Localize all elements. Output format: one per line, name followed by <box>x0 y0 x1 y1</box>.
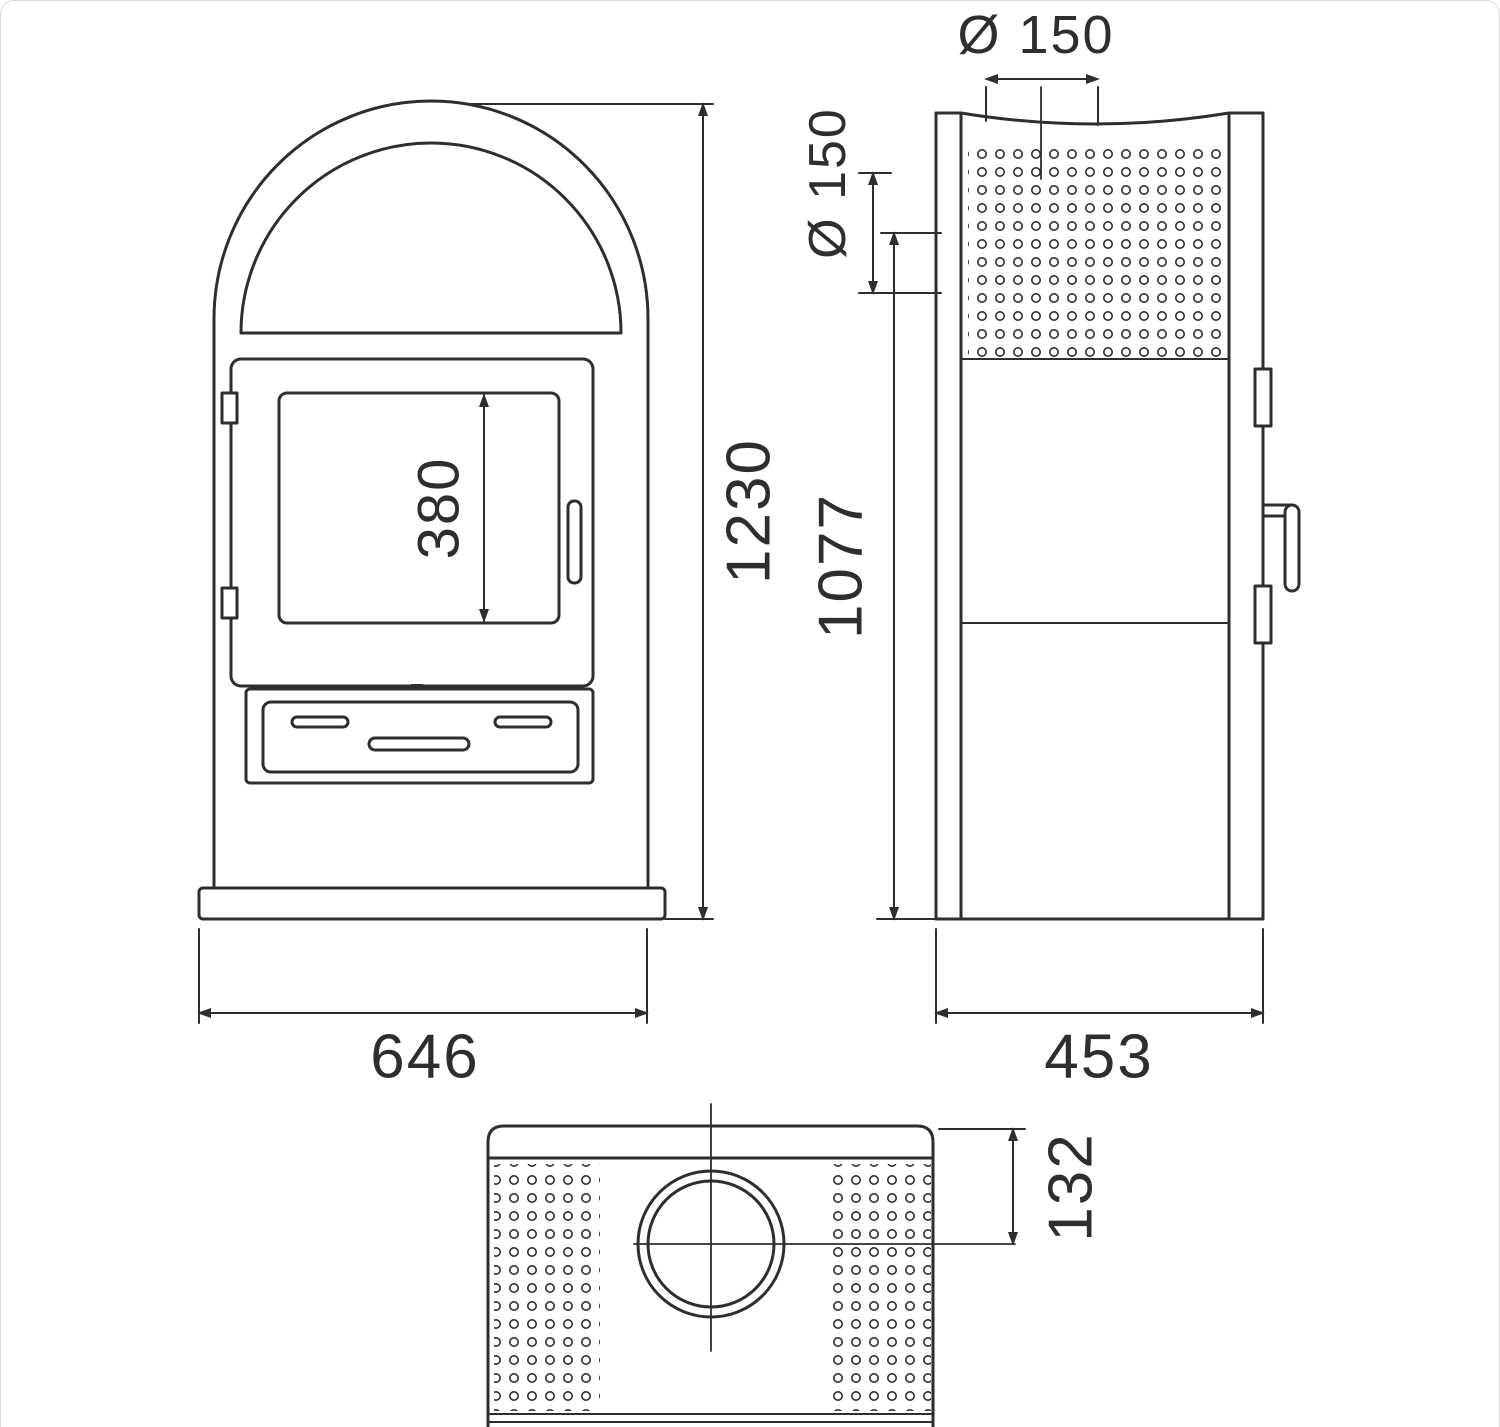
stove-body-outline <box>212 99 650 890</box>
arrowhead-right <box>635 1008 649 1018</box>
dim-overall-depth <box>934 928 1265 1024</box>
drawer-slot-right <box>493 715 553 729</box>
hinge-bottom <box>220 586 239 620</box>
arrowhead-down <box>889 907 899 921</box>
arch-panel <box>239 141 623 335</box>
dim-overall-width <box>197 928 649 1024</box>
top-flue-diameter-label: Ø 150 <box>957 5 1114 65</box>
dim-overall-height <box>470 102 714 921</box>
dimension-labels: 380 1230 646 Ø 150 Ø 150 1077 453 132 <box>370 5 1153 1242</box>
overall-height-label: 1230 <box>715 438 784 584</box>
drawer-recess <box>367 736 471 752</box>
dim-rear-flue-diameter <box>858 171 942 295</box>
dim-flue-center-offset <box>938 1127 1026 1246</box>
arrowhead-down <box>868 281 878 295</box>
front-view <box>197 99 667 921</box>
side-top-edge <box>934 111 1265 126</box>
glass-height-label: 380 <box>407 457 472 560</box>
top-view <box>486 1103 1016 1427</box>
drawer-latch <box>411 684 423 690</box>
door-handle <box>566 499 583 585</box>
drawer-slot-left <box>290 715 350 729</box>
arrowhead-up <box>479 393 489 407</box>
dim-rear-flue-height <box>876 231 942 921</box>
arrowhead-up <box>698 102 708 116</box>
arrowhead-down <box>1008 1232 1018 1246</box>
ash-drawer-inner-panel <box>261 700 580 774</box>
top-perforated-right <box>827 1164 931 1411</box>
overall-width-label: 646 <box>370 1023 479 1092</box>
arrowhead-down <box>698 907 708 921</box>
dim-top-flue-diameter <box>984 74 1100 126</box>
hinge-top <box>220 391 239 425</box>
top-perforated-left <box>494 1164 600 1411</box>
side-handle-bar <box>1283 503 1301 593</box>
side-hinge-bottom <box>1253 584 1273 645</box>
arrowhead-left <box>934 1008 948 1018</box>
arrowhead-right <box>1086 74 1100 84</box>
side-perforated-panel <box>968 144 1224 358</box>
arrowhead-up <box>868 171 878 185</box>
arrowhead-up <box>1008 1127 1018 1141</box>
base-plinth <box>197 886 667 921</box>
overall-depth-label: 453 <box>1044 1023 1153 1092</box>
side-hinge-top <box>1253 367 1273 428</box>
door-glass <box>277 391 561 625</box>
flue-offset-label: 132 <box>1037 1132 1106 1241</box>
rear-flue-height-label: 1077 <box>807 493 876 639</box>
arrowhead-down <box>479 609 489 623</box>
arrowhead-right <box>1251 1008 1265 1018</box>
rear-flue-diameter-label: Ø 150 <box>799 107 857 259</box>
arrowhead-up <box>889 231 899 245</box>
dim-glass-height <box>479 393 489 623</box>
arrowhead-left <box>984 74 998 84</box>
arrowhead-left <box>197 1008 211 1018</box>
side-view <box>934 86 1301 921</box>
